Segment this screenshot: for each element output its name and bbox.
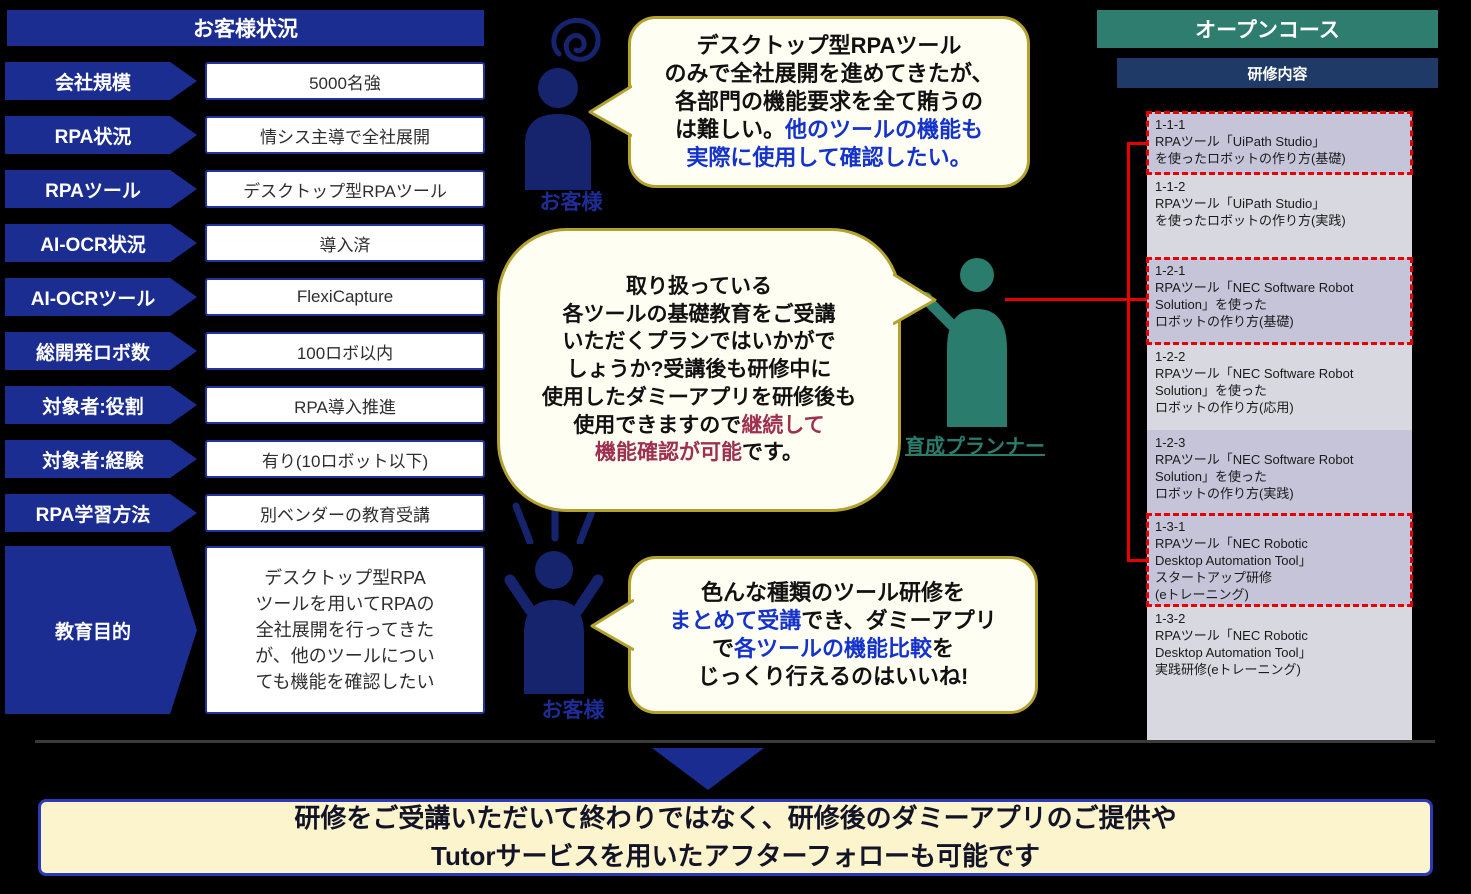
- bubble3-segment-blue-2: 各ツールの機能比較: [733, 636, 932, 661]
- course-list: 1-1-1 RPAツール「UiPath Studio」 を使ったロボットの作り方…: [1146, 111, 1413, 740]
- bubble2-segment-default: 取り扱っている 各ツールの基礎教育をご受講 いただくプランではいかがで しょうか…: [541, 274, 857, 437]
- status-label: 教育目的: [5, 546, 197, 714]
- status-value: FlexiCapture: [205, 278, 485, 316]
- connector-stub-1-3-1: [1127, 559, 1147, 562]
- open-course-title: オープンコース: [1097, 10, 1438, 48]
- course-content-subtitle: 研修内容: [1117, 58, 1438, 88]
- status-row-learning-method: RPA学習方法 別ベンダーの教育受講: [0, 494, 492, 532]
- bubble1-segment-blue: 他のツールの機能も 実際に使用して確認したい。: [686, 116, 984, 170]
- course-item-id: 1-1-2: [1155, 179, 1186, 194]
- course-item-id: 1-2-1: [1155, 263, 1186, 278]
- customer-person-icon-bottom: [500, 542, 608, 694]
- bubble-text: 色んな種類のツール研修を まとめて受講でき、ダミーアプリ で各ツールの機能比較を…: [631, 579, 1035, 691]
- bubble2-segment-red: 継続して 機能確認が可能: [595, 413, 825, 465]
- horizontal-divider: [35, 740, 1435, 743]
- course-item-1-2-2: 1-2-2 RPAツール「NEC Software Robot Solution…: [1147, 344, 1412, 430]
- status-row-target-role: 対象者:役割 RPA導入推進: [0, 386, 492, 424]
- speaker-label-planner: 育成プランナー: [905, 436, 1045, 458]
- course-item-text: RPAツール「NEC Software Robot Solution」を使った …: [1155, 451, 1354, 501]
- bubble-text: 取り扱っている 各ツールの基礎教育をご受講 いただくプランではいかがで しょうか…: [500, 273, 898, 467]
- course-item-text: RPAツール「NEC Software Robot Solution」を使った …: [1155, 279, 1354, 329]
- bubble-tail-right-icon: [892, 272, 939, 331]
- bubble3-segment-blue: まとめて受講: [669, 608, 802, 634]
- status-label: 総開発ロボ数: [5, 332, 197, 370]
- status-row-aiocr-state: AI-OCR状況 導入済: [0, 224, 492, 262]
- dizzy-swirl-icon: [545, 14, 607, 66]
- status-value: RPA導入推進: [205, 386, 485, 424]
- status-row-company-size: 会社規模 5000名強: [0, 62, 492, 100]
- course-item-1-2-1: 1-2-1 RPAツール「NEC Software Robot Solution…: [1146, 257, 1413, 345]
- course-item-text: RPAツール「UiPath Studio」 を使ったロボットの作り方(基礎): [1155, 133, 1346, 166]
- course-item-text: RPAツール「NEC Robotic Desktop Automation To…: [1155, 627, 1312, 677]
- status-value: デスクトップ型RPA ツールを用いてRPAの 全社展開を行ってきた が、他のツー…: [205, 546, 485, 714]
- status-row-rpa-state: RPA状況 情シス主導で全社展開: [0, 116, 492, 154]
- status-value: 情シス主導で全社展開: [205, 116, 485, 154]
- speaker-label-customer-top: お客様: [539, 191, 603, 214]
- course-item-1-1-1: 1-1-1 RPAツール「UiPath Studio」 を使ったロボットの作り方…: [1146, 111, 1413, 175]
- customer-speech-bubble-bottom: 色んな種類のツール研修を まとめて受講でき、ダミーアプリ で各ツールの機能比較を…: [628, 556, 1038, 714]
- course-item-text: RPAツール「NEC Robotic Desktop Automation To…: [1155, 535, 1312, 602]
- course-item-id: 1-3-2: [1155, 611, 1186, 626]
- status-row-education-goal: 教育目的 デスクトップ型RPA ツールを用いてRPAの 全社展開を行ってきた が…: [0, 546, 492, 714]
- status-label: RPA学習方法: [5, 494, 197, 532]
- status-label: 対象者:経験: [5, 440, 197, 478]
- bubble3-segment-default-3: を じっくり行えるのはいいね!: [697, 636, 969, 689]
- customer-status-title: お客様状況: [7, 10, 484, 46]
- connector-stub-1-1-1: [1127, 142, 1147, 145]
- status-value: 5000名強: [205, 62, 485, 100]
- status-value: 別ベンダーの教育受講: [205, 494, 485, 532]
- status-value: 100ロボ以内: [205, 332, 485, 370]
- open-course-panel: オープンコース 研修内容 1-1-1 RPAツール「UiPath Studio」…: [1097, 10, 1438, 740]
- bubble3-segment-default: 色んな種類のツール研修を: [700, 580, 965, 606]
- bubble2-segment-default-2: です。: [742, 441, 803, 465]
- course-item-id: 1-2-2: [1155, 349, 1186, 364]
- customer-status-panel: お客様状況 会社規模 5000名強 RPA状況 情シス主導で全社展開 RPAツー…: [0, 0, 492, 730]
- course-item-1-2-3: 1-2-3 RPAツール「NEC Software Robot Solution…: [1147, 430, 1412, 514]
- status-row-robot-count: 総開発ロボ数 100ロボ以内: [0, 332, 492, 370]
- course-item-1-3-2: 1-3-2 RPAツール「NEC Robotic Desktop Automat…: [1147, 606, 1412, 740]
- bubble1-segment-default: デスクトップ型RPAツール のみで全社展開を進めてきたが、 各部門の機能要求を全…: [664, 33, 994, 142]
- bubble3-segment-default-2: でき、ダミーアプリ で: [711, 608, 997, 661]
- bubble-text: デスクトップ型RPAツール のみで全社展開を進めてきたが、 各部門の機能要求を全…: [631, 32, 1027, 172]
- course-item-text: RPAツール「NEC Software Robot Solution」を使った …: [1155, 365, 1354, 415]
- after-follow-text: 研修をご受講いただいて終わりではなく、研修後のダミーアプリのご提供や Tutor…: [294, 802, 1177, 871]
- status-value: デスクトップ型RPAツール: [205, 170, 485, 208]
- status-label: AI-OCR状況: [5, 224, 197, 262]
- status-row-aiocr-tool: AI-OCRツール FlexiCapture: [0, 278, 492, 316]
- customer-person-icon-top: [512, 62, 604, 190]
- status-label: RPAツール: [5, 170, 197, 208]
- status-label: 会社規模: [5, 62, 197, 100]
- status-value: 導入済: [205, 224, 485, 262]
- status-label: 対象者:役割: [5, 386, 197, 424]
- course-item-id: 1-3-1: [1155, 519, 1186, 534]
- connector-vertical: [1127, 142, 1130, 562]
- course-item-id: 1-2-3: [1155, 435, 1186, 450]
- customer-speech-bubble-top: デスクトップ型RPAツール のみで全社展開を進めてきたが、 各部門の機能要求を全…: [628, 16, 1030, 188]
- down-arrow-icon: [652, 748, 764, 790]
- course-item-text: RPAツール「UiPath Studio」 を使ったロボットの作り方(実践): [1155, 195, 1346, 228]
- course-item-1-3-1: 1-3-1 RPAツール「NEC Robotic Desktop Automat…: [1146, 513, 1413, 607]
- planner-speech-bubble: 取り扱っている 各ツールの基礎教育をご受講 いただくプランではいかがで しょうか…: [497, 228, 901, 512]
- bubble-tail-left-icon: [586, 84, 633, 143]
- status-label: RPA状況: [5, 116, 197, 154]
- connector-planner-to-list: [1005, 298, 1147, 301]
- status-row-target-experience: 対象者:経験 有り(10ロボット以下): [0, 440, 492, 478]
- status-label: AI-OCRツール: [5, 278, 197, 316]
- after-follow-banner: 研修をご受講いただいて終わりではなく、研修後のダミーアプリのご提供や Tutor…: [38, 799, 1433, 876]
- status-value: 有り(10ロボット以下): [205, 440, 485, 478]
- speaker-label-customer-bottom: お客様: [541, 699, 605, 722]
- bubble-tail-left-icon: [588, 598, 635, 657]
- status-row-rpa-tool: RPAツール デスクトップ型RPAツール: [0, 170, 492, 208]
- planner-person-icon: [920, 255, 1020, 427]
- course-item-1-1-2: 1-1-2 RPAツール「UiPath Studio」 を使ったロボットの作り方…: [1147, 174, 1412, 258]
- course-item-id: 1-1-1: [1155, 117, 1186, 132]
